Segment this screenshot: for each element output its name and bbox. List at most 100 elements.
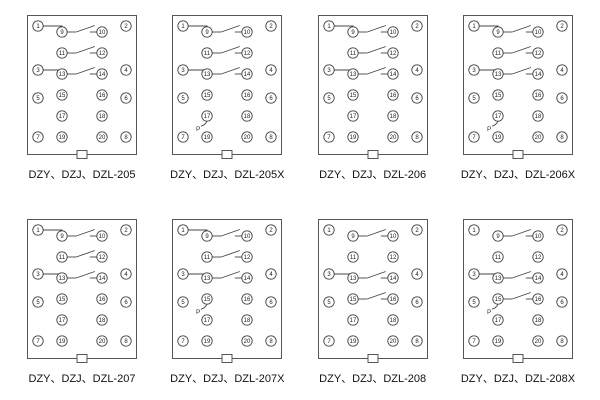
terminal-circle [32,268,44,280]
terminal-circle [177,335,189,347]
terminal-circle [532,272,544,284]
terminal-circle [201,89,213,101]
terminal-number: 15 [59,93,66,99]
terminal-number: 2 [270,24,274,30]
contact-blade [366,25,386,33]
terminal-circle [387,314,399,326]
terminal-circle [532,293,544,305]
terminal-circle [56,272,68,284]
terminal-circle [56,47,68,59]
panel-box [172,219,283,359]
terminal-number: 3 [36,68,40,74]
terminal-number: 4 [270,68,274,74]
terminal-number: 14 [389,276,396,282]
terminal-number: 15 [204,297,211,303]
terminal-circle [241,89,253,101]
terminal-number: 9 [206,234,210,240]
panel-caption: DZY、DZJ、DZL-208 [319,373,427,385]
contact-blade [366,67,386,75]
mounting-tab [221,354,233,363]
terminal-circle [492,68,504,80]
terminal-number: 19 [495,339,502,345]
contact-blade [221,46,241,54]
terminal-circle [532,26,544,38]
terminal-circle [32,131,44,143]
terminal-circle [387,272,399,284]
terminal-number: 11 [495,255,502,261]
terminal-number: 13 [59,72,66,78]
terminal-circle [532,89,544,101]
terminal-number: 8 [270,135,274,141]
terminal-circle [201,26,213,38]
terminal-circle [347,68,359,80]
terminal-circle [323,20,335,32]
contact-blade [221,25,241,33]
terminal-circle [411,64,423,76]
terminal-number: 7 [36,339,40,345]
terminal-number: 2 [560,228,564,234]
terminal-circle [56,26,68,38]
terminal-number: 17 [349,318,356,324]
terminal-number: 18 [389,318,396,324]
terminal-circle [241,68,253,80]
terminal-circle [492,335,504,347]
terminal-circle [201,272,213,284]
terminal-number: 20 [535,339,542,345]
terminal-circle [492,251,504,263]
terminal-circle [177,224,189,236]
terminal-number: 10 [99,30,106,36]
terminal-number: 16 [389,93,396,99]
terminal-circle [120,131,132,143]
terminal-number: 19 [59,339,66,345]
terminal-number: 17 [204,318,211,324]
terminal-number: 16 [535,93,542,99]
terminal-number: 1 [36,24,40,30]
terminal-circle [56,335,68,347]
terminal-number: 7 [182,135,186,141]
terminal-circle [265,224,277,236]
terminal-circle [265,268,277,280]
contact-blade [366,292,386,300]
terminal-number: 3 [182,68,186,74]
terminal-circle [96,68,108,80]
terminal-number: 3 [472,68,476,74]
terminal-number: 3 [327,272,331,278]
p-mark-curve [491,303,499,310]
terminal-circle [241,272,253,284]
terminal-number: 5 [36,96,40,102]
terminal-number: 8 [560,339,564,345]
terminal-number: 11 [350,51,357,57]
terminal-circle [556,20,568,32]
terminal-number: 7 [472,339,476,345]
terminal-number: 8 [124,339,128,345]
terminal-circle [265,92,277,104]
terminal-number: 16 [535,297,542,303]
terminal-number: 13 [495,276,502,282]
mounting-tab [76,150,88,159]
terminal-circle [201,335,213,347]
terminal-circle [96,131,108,143]
terminal-number: 1 [327,228,331,234]
terminal-number: 10 [535,234,542,240]
terminal-circle [492,293,504,305]
terminal-number: 17 [59,114,66,120]
terminal-number: 20 [244,135,251,141]
terminal-circle [387,68,399,80]
terminal-number: 9 [496,30,500,36]
terminal-circle [468,64,480,76]
terminal-circle [323,131,335,143]
terminal-circle [347,230,359,242]
contact-blade [221,229,241,237]
terminal-circle [120,20,132,32]
terminal-circle [56,131,68,143]
terminal-number: 12 [244,255,251,261]
terminal-number: 4 [560,272,564,278]
